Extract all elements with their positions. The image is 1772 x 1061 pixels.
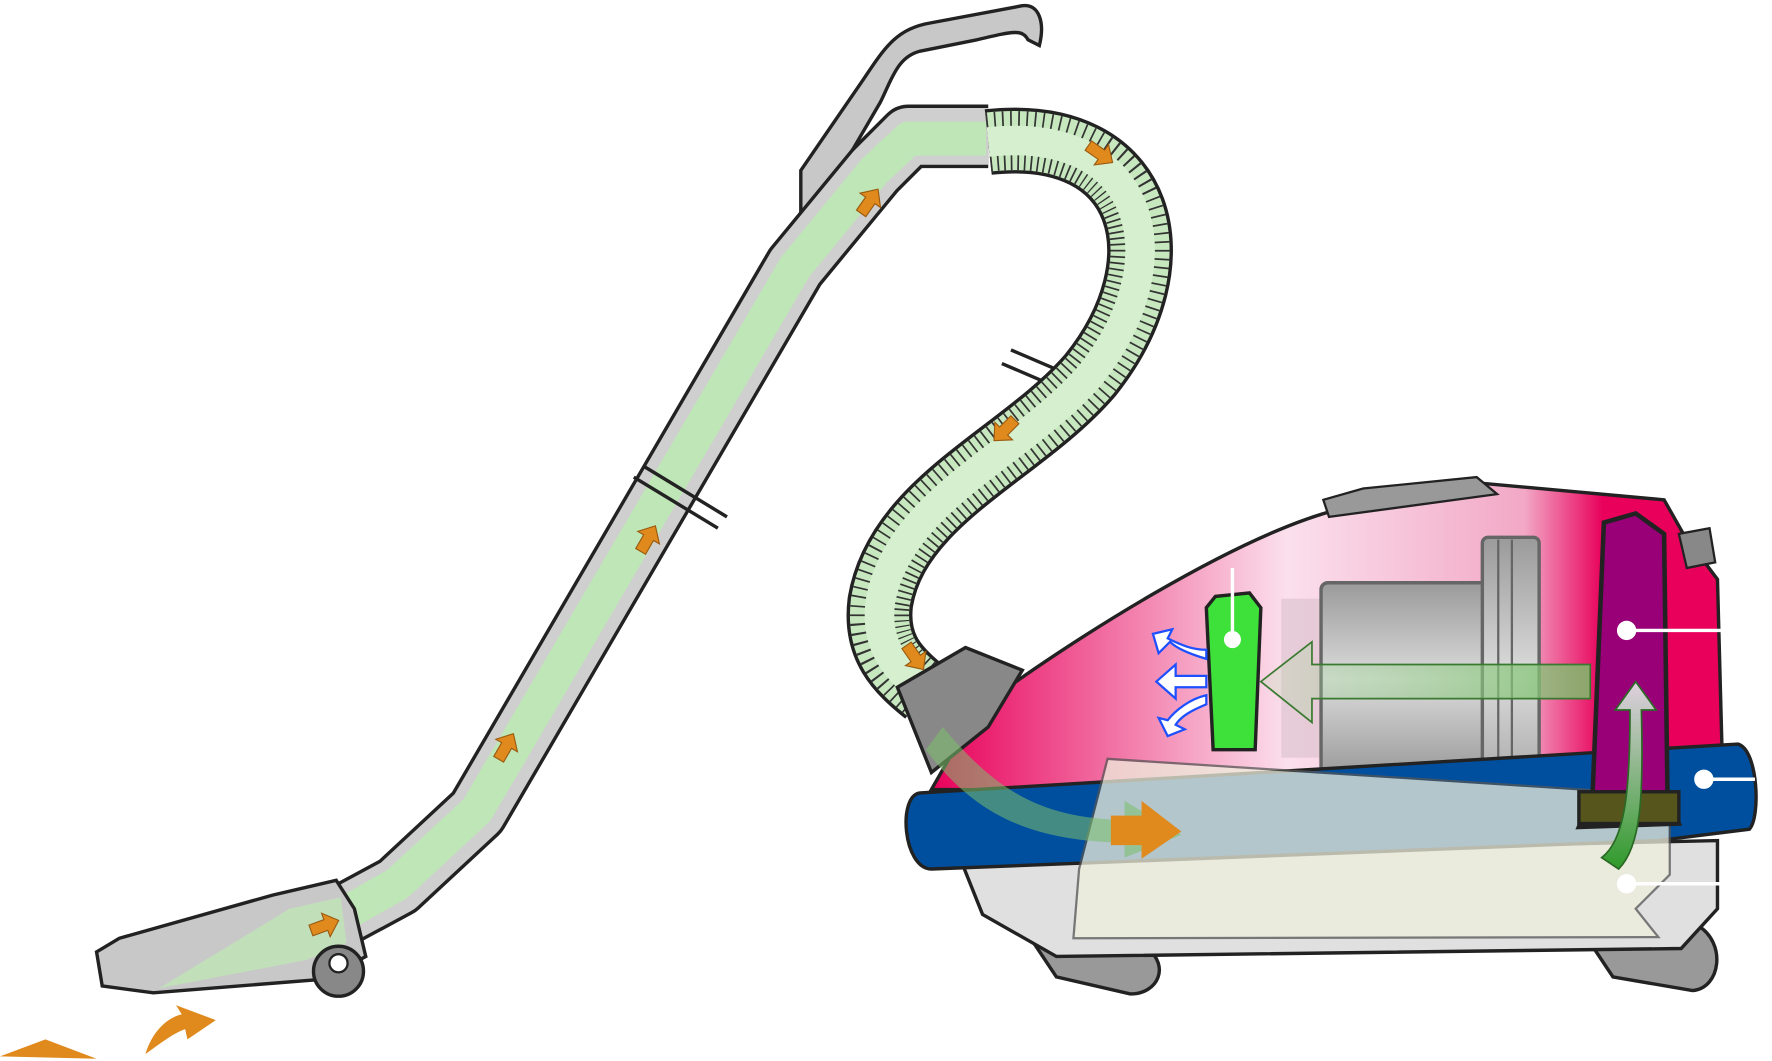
wand-tube (308, 104, 989, 954)
airflow-arrow-icon (1084, 140, 1114, 166)
leader-dot-icon (1223, 631, 1241, 649)
airflow-arrow-icon (634, 525, 661, 556)
flexible-hose (846, 107, 1173, 719)
callout-leaders (1223, 567, 1755, 894)
airflow-arrow-icon (993, 414, 1020, 442)
airflow-arrow-icon (1259, 640, 1592, 725)
airflow-arrow-icon (492, 732, 519, 763)
wand-arrows (308, 140, 1114, 939)
airflow-arrow-icon (901, 641, 927, 671)
leader-dot-icon (1694, 769, 1714, 789)
airflow-arrow-icon (145, 1005, 216, 1055)
exhaust-arrow-icon (1151, 627, 1208, 661)
airflow-arrow-icon (0, 1039, 97, 1059)
exhaust-arrow-icon (1154, 662, 1208, 702)
leader-dot-icon (1616, 874, 1637, 894)
airflow-arrow-icon (308, 912, 340, 939)
motor-filter (1204, 591, 1263, 752)
airflow-arrow-icon (855, 188, 882, 218)
leader-dot-icon (1616, 620, 1637, 641)
exhaust-arrows (1151, 627, 1208, 738)
exhaust-arrow-icon (1156, 693, 1208, 738)
airflow-arrow-icon (1110, 800, 1182, 859)
intake-arrows (0, 1005, 216, 1059)
airflow-arrow-icon (1600, 680, 1658, 871)
